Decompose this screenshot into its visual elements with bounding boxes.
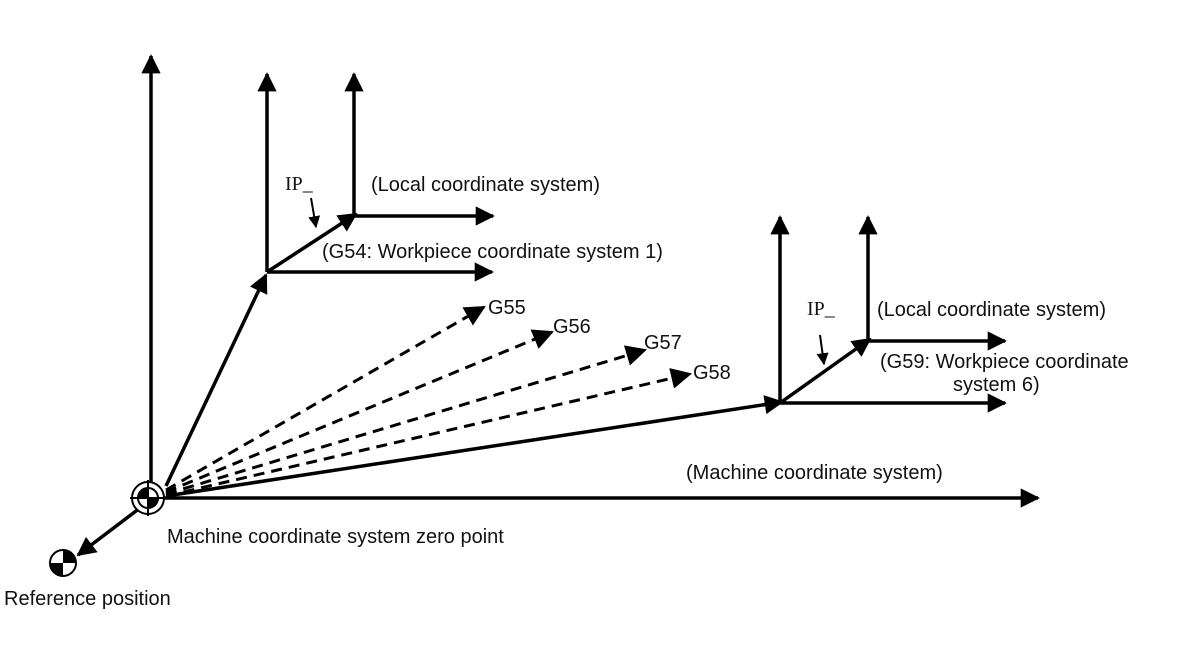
g55-label: G55 [488, 297, 526, 319]
local-system-6-label: (Local coordinate system) [877, 299, 1106, 321]
g54-label: (G54: Workpiece coordinate system 1) [322, 241, 663, 263]
ip-1-label: IP_ [285, 173, 314, 195]
g58-offset-vector [165, 368, 693, 498]
reference-position-label: Reference position [4, 588, 171, 610]
g59-label-line2: system 6) [953, 374, 1040, 396]
g58-label: G58 [693, 362, 731, 384]
machine-system-label: (Machine coordinate system) [686, 462, 943, 484]
ip-6-pointer [816, 334, 829, 366]
g55-offset-vector [165, 305, 486, 492]
g56-offset-vector [165, 329, 554, 494]
g59-local-offset-vector [778, 337, 872, 405]
g57-offset-vector [165, 345, 648, 496]
local-system-1-label: (Local coordinate system) [371, 174, 600, 196]
g59-offset-vector [165, 395, 784, 498]
reference-position-vector [76, 506, 142, 557]
machine-zero-symbol-icon [130, 480, 166, 516]
ip-6-label: IP_ [807, 298, 836, 320]
g59-label-line1: (G59: Workpiece coordinate [880, 351, 1129, 373]
reference-position-symbol-icon [49, 549, 77, 577]
ip-1-pointer [308, 197, 321, 229]
g56-label: G56 [553, 316, 591, 338]
g54-local-offset-vector [266, 212, 358, 274]
machine-zero-label: Machine coordinate system zero point [167, 526, 504, 548]
g54-offset-vector [164, 273, 268, 487]
g57-label: G57 [644, 332, 682, 354]
